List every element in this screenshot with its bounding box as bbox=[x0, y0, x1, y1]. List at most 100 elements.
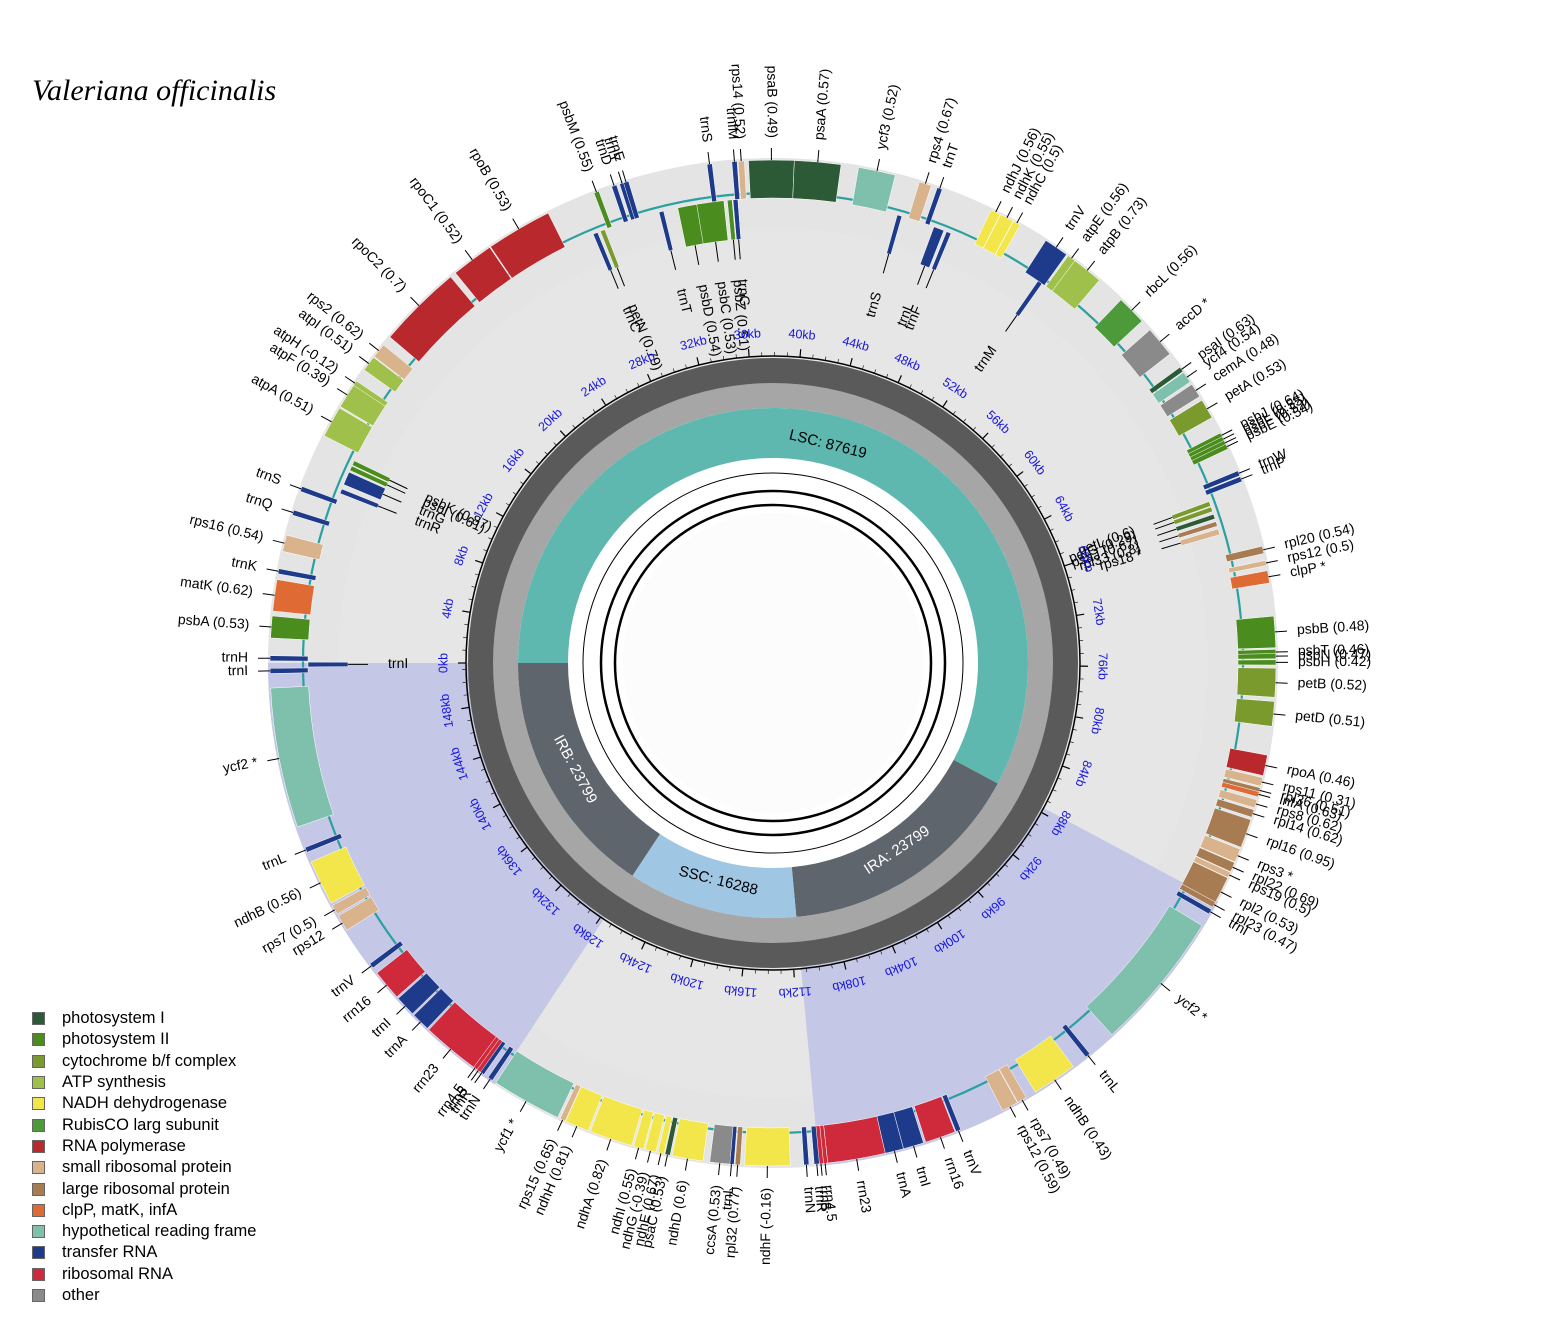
gene-leader bbox=[519, 1100, 527, 1112]
gene-rps8 bbox=[1217, 789, 1258, 809]
gene-trnT bbox=[924, 187, 943, 226]
gene-leader bbox=[1005, 314, 1018, 332]
gene-psaB bbox=[748, 159, 795, 199]
gene-label: trnT bbox=[938, 141, 961, 170]
gene-trnK bbox=[277, 568, 317, 581]
minor-tick bbox=[474, 573, 479, 576]
minor-tick bbox=[915, 934, 918, 939]
minor-tick bbox=[488, 537, 493, 540]
legend-item: ribosomal RNA bbox=[32, 1264, 256, 1285]
gene-label: trnS bbox=[254, 464, 284, 488]
gene-rps7 bbox=[332, 886, 371, 915]
gene-leader bbox=[995, 201, 1002, 213]
gene-leader bbox=[1232, 866, 1244, 873]
gene-leader bbox=[1009, 1106, 1017, 1118]
gene-ndhI bbox=[633, 1109, 654, 1150]
minor-tick bbox=[972, 426, 976, 431]
minor-tick bbox=[1075, 716, 1080, 718]
gene-label: rrn16 bbox=[339, 992, 375, 1025]
gene-label: trnfM bbox=[724, 107, 742, 140]
gene-label: ccsA (0.53) bbox=[701, 1184, 724, 1255]
tick-label: 72kb bbox=[1090, 597, 1108, 626]
gene-leader bbox=[1237, 855, 1249, 861]
region-lsc bbox=[518, 408, 1028, 784]
minor-tick bbox=[598, 916, 601, 921]
minor-tick bbox=[1077, 703, 1082, 706]
minor-tick bbox=[931, 396, 935, 401]
gene-psbN bbox=[1237, 653, 1277, 660]
gene-trnD bbox=[611, 184, 629, 223]
gene-leader bbox=[1006, 206, 1013, 218]
minor-tick bbox=[897, 378, 901, 383]
gene-ycf3 bbox=[851, 167, 896, 213]
gene-ndhD bbox=[671, 1118, 709, 1162]
gene-leader bbox=[707, 152, 711, 165]
gene-label: trnL bbox=[718, 1185, 736, 1211]
gene-leader bbox=[557, 1119, 564, 1131]
gene-psaC bbox=[664, 1116, 679, 1156]
gene-leader bbox=[396, 1005, 406, 1015]
gene-leader bbox=[267, 757, 280, 762]
minor-tick bbox=[553, 442, 557, 446]
gene-label: trnI bbox=[913, 1164, 934, 1188]
gene-ndhJ bbox=[974, 209, 1001, 249]
gene-rpl20 bbox=[1224, 545, 1265, 563]
minor-tick bbox=[660, 372, 663, 377]
legend-item: RubisCO larg subunit bbox=[32, 1114, 256, 1135]
gene-label: matK (0.62) bbox=[179, 573, 254, 599]
gene-label: psbT (0.46) bbox=[1298, 641, 1370, 659]
minor-tick bbox=[527, 471, 532, 475]
gene-trnM bbox=[1014, 280, 1043, 317]
gene-ndhG bbox=[644, 1112, 665, 1153]
gene-leader bbox=[739, 148, 742, 162]
repeat-ring bbox=[582, 472, 964, 854]
tick-label: 148kb bbox=[437, 693, 456, 729]
gene-label: trnV bbox=[328, 971, 359, 1000]
shade-irb bbox=[268, 663, 605, 1085]
gene-leader bbox=[820, 1163, 823, 1176]
gene-label: rrn23 bbox=[854, 1179, 875, 1214]
gene-rpoC1 bbox=[455, 247, 512, 303]
gene-label: ycf1 * bbox=[490, 1115, 521, 1154]
gene-label: ndhF (-0.16) bbox=[757, 1188, 774, 1265]
gene-leader bbox=[729, 1164, 732, 1177]
minor-tick bbox=[648, 377, 652, 382]
gene-leader bbox=[1275, 630, 1288, 633]
gene-leader bbox=[309, 882, 321, 889]
gene-leader bbox=[1160, 982, 1171, 992]
minor-tick bbox=[493, 525, 498, 529]
gene-leader bbox=[939, 176, 945, 189]
gene-leader bbox=[1087, 1055, 1096, 1066]
gene-psbE bbox=[1191, 443, 1229, 466]
gene-trnI bbox=[1175, 890, 1212, 915]
gene-label: trnA bbox=[893, 1170, 915, 1199]
minor-tick bbox=[704, 962, 706, 967]
gene-label: rpoB (0.53) bbox=[466, 145, 515, 214]
gene-leader bbox=[1206, 402, 1218, 410]
minor-tick bbox=[1069, 741, 1074, 743]
gene-cemA bbox=[1159, 384, 1200, 418]
gene-leader bbox=[694, 245, 700, 265]
gene-petA bbox=[1169, 399, 1213, 437]
minor-tick bbox=[1020, 844, 1025, 848]
minor-tick bbox=[603, 401, 607, 406]
gene-rpl23 bbox=[1179, 883, 1216, 908]
minor-tick bbox=[958, 907, 961, 912]
gene-atpA bbox=[323, 407, 373, 454]
gene-trnN bbox=[487, 1045, 514, 1081]
minor-tick bbox=[952, 411, 956, 415]
legend-swatch bbox=[32, 1289, 45, 1302]
minor-tick bbox=[516, 836, 521, 840]
gene-leader bbox=[382, 493, 402, 503]
minor-tick bbox=[490, 792, 495, 795]
minor-tick bbox=[620, 930, 623, 935]
gene-rpoC2 bbox=[389, 276, 476, 363]
minor-tick bbox=[963, 418, 967, 423]
minor-tick bbox=[625, 388, 629, 393]
legend-label: ribosomal RNA bbox=[62, 1264, 173, 1283]
legend-item: other bbox=[32, 1285, 256, 1306]
gene-label: atpA (0.51) bbox=[249, 370, 317, 417]
